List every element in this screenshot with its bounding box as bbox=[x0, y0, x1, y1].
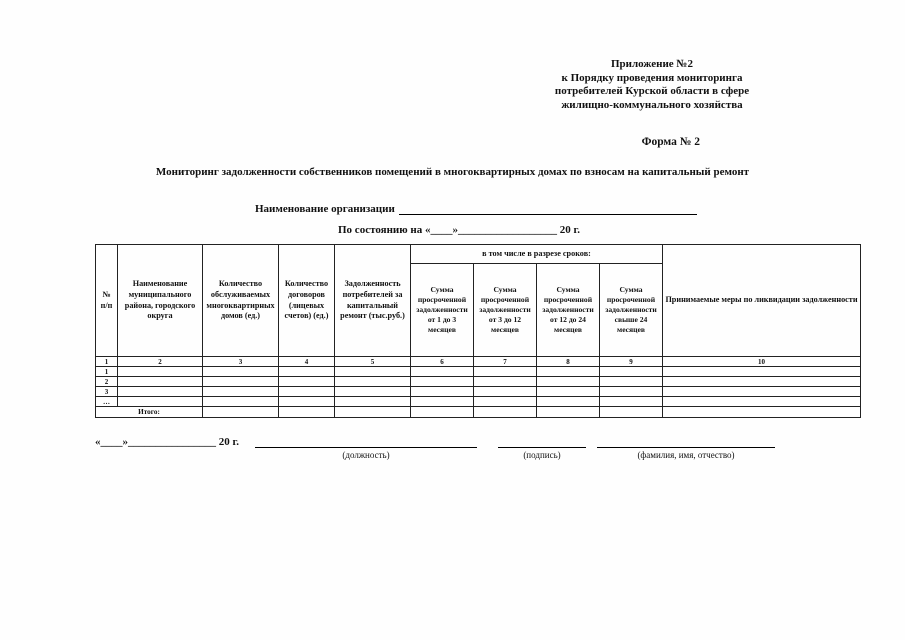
appendix-line: Приложение №2 bbox=[611, 58, 693, 70]
column-number: 9 bbox=[599, 356, 663, 367]
col-header-debt-3-12: Сумма просроченной задолженности от 3 до… bbox=[473, 263, 537, 357]
table-cell bbox=[410, 376, 474, 387]
column-number: 10 bbox=[662, 356, 861, 367]
table-cell bbox=[202, 386, 279, 397]
row-number-cell: 2 bbox=[95, 376, 118, 387]
col-header-municipality: Наименование муниципального района, горо… bbox=[117, 244, 203, 357]
table-cell bbox=[599, 366, 663, 377]
table-cell bbox=[117, 386, 203, 397]
table-row: 2 bbox=[95, 376, 861, 387]
table-cell bbox=[202, 366, 279, 377]
total-row: Итого: bbox=[95, 406, 861, 418]
col-header-contracts-count: Количество договоров (лицевых счетов) (е… bbox=[278, 244, 335, 357]
table-cell bbox=[662, 406, 861, 418]
column-number: 2 bbox=[117, 356, 203, 367]
appendix-line: жилищно-коммунального хозяйства bbox=[561, 98, 743, 111]
name-blank-line bbox=[597, 436, 775, 448]
col-header-measures: Принимаемые меры по ликвидации задолженн… bbox=[662, 244, 861, 357]
table-cell bbox=[334, 366, 411, 377]
table-cell bbox=[599, 406, 663, 418]
col-header-row-number: № п/п bbox=[95, 244, 118, 357]
table-cell bbox=[410, 366, 474, 377]
column-number: 6 bbox=[410, 356, 474, 367]
row-number-cell: 3 bbox=[95, 386, 118, 397]
table-cell bbox=[334, 376, 411, 387]
table-cell bbox=[536, 386, 600, 397]
table-cell bbox=[662, 396, 861, 407]
table-cell bbox=[536, 376, 600, 387]
table-row: 3 bbox=[95, 386, 861, 397]
form-number-label: Форма № 2 bbox=[641, 136, 700, 148]
table-cell bbox=[117, 396, 203, 407]
table-cell bbox=[662, 386, 861, 397]
table-cell bbox=[536, 396, 600, 407]
table-cell bbox=[473, 366, 537, 377]
column-number-row: 1 2 3 4 5 6 7 8 9 10 bbox=[95, 356, 861, 367]
table-cell bbox=[410, 406, 474, 418]
column-number: 4 bbox=[278, 356, 335, 367]
position-label: (должность) bbox=[342, 450, 390, 460]
column-number: 8 bbox=[536, 356, 600, 367]
table-cell bbox=[278, 396, 335, 407]
col-group-header-terms: в том числе в разрезе сроков: bbox=[410, 244, 663, 264]
table-cell bbox=[473, 396, 537, 407]
table-row: 1 bbox=[95, 366, 861, 377]
organization-name-blank bbox=[398, 202, 697, 215]
organization-name-line: Наименование организации bbox=[255, 202, 697, 215]
table-cell bbox=[117, 376, 203, 387]
table-cell bbox=[599, 396, 663, 407]
col-header-total-debt: Задолженность потребителей за капитальны… bbox=[334, 244, 411, 357]
col-header-debt-1-3: Сумма просроченной задолженности от 1 до… bbox=[410, 263, 474, 357]
column-number: 3 bbox=[202, 356, 279, 367]
appendix-line: потребителей Курской области в сфере bbox=[554, 85, 750, 97]
debt-monitoring-table: № п/п Наименование муниципального района… bbox=[95, 244, 861, 418]
report-date-line: По состоянию на «____»__________________… bbox=[338, 224, 580, 236]
table-cell bbox=[278, 406, 335, 418]
position-blank-line bbox=[255, 436, 477, 448]
table-cell bbox=[473, 406, 537, 418]
table-cell bbox=[278, 386, 335, 397]
table-cell bbox=[473, 376, 537, 387]
table-cell bbox=[202, 376, 279, 387]
table-cell bbox=[334, 386, 411, 397]
table-cell bbox=[334, 396, 411, 407]
table-cell bbox=[202, 396, 279, 407]
table-cell bbox=[202, 406, 279, 418]
appendix-line: к Порядку проведения мониторинга bbox=[561, 71, 743, 84]
table-cell bbox=[599, 386, 663, 397]
row-number-cell: … bbox=[95, 396, 118, 407]
document-title: Мониторинг задолженности собственников п… bbox=[155, 166, 750, 178]
appendix-block: Приложение №2 к Порядку проведения монит… bbox=[527, 58, 777, 112]
total-label: Итого: bbox=[95, 406, 203, 418]
column-number: 1 bbox=[95, 356, 118, 367]
table-cell bbox=[662, 366, 861, 377]
column-number: 7 bbox=[473, 356, 537, 367]
col-header-debt-over-24: Сумма просроченной задолженности свыше 2… bbox=[599, 263, 663, 357]
table-cell bbox=[410, 396, 474, 407]
table-cell bbox=[536, 406, 600, 418]
col-header-houses-count: Количество обслуживаемых многоквартирных… bbox=[202, 244, 279, 357]
row-number-cell: 1 bbox=[95, 366, 118, 377]
col-header-debt-12-24: Сумма просроченной задолженности от 12 д… bbox=[536, 263, 600, 357]
organization-name-label: Наименование организации bbox=[255, 203, 395, 215]
column-number: 5 bbox=[334, 356, 411, 367]
table-cell bbox=[599, 376, 663, 387]
table-row: … bbox=[95, 396, 861, 407]
signature-blank-line bbox=[498, 436, 586, 448]
footer-date-line: «____»________________ 20 г. bbox=[95, 436, 240, 448]
table-cell bbox=[278, 366, 335, 377]
table-cell bbox=[410, 386, 474, 397]
table-cell bbox=[662, 376, 861, 387]
table-cell bbox=[334, 406, 411, 418]
table-cell bbox=[278, 376, 335, 387]
name-label: (фамилия, имя, отчество) bbox=[637, 450, 735, 460]
table-cell bbox=[117, 366, 203, 377]
table-cell bbox=[536, 366, 600, 377]
table-cell bbox=[473, 386, 537, 397]
signature-label: (подпись) bbox=[523, 450, 561, 460]
